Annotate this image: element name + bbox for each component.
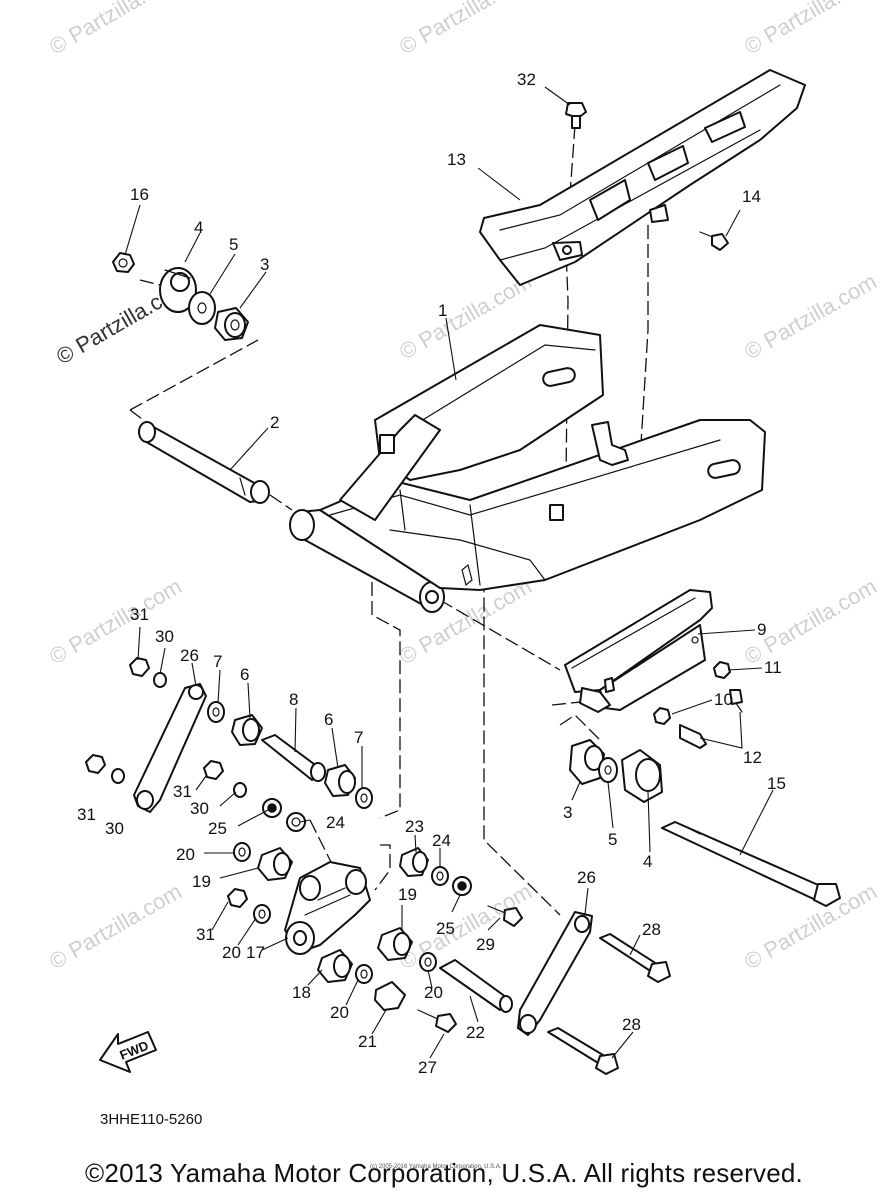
connecting-rod-left <box>133 683 207 813</box>
part-label: 2 <box>270 413 279 432</box>
axle-hardware-right <box>569 739 663 803</box>
part-label: 30 <box>190 799 209 818</box>
part-label: 25 <box>436 919 455 938</box>
part-label: 7 <box>213 652 222 671</box>
watermark: © Partzilla.com <box>395 0 536 59</box>
part-label: 8 <box>289 690 298 709</box>
part-label: 19 <box>192 872 211 891</box>
part-label: 4 <box>643 852 652 871</box>
part-labels: 32 13 14 16 4 5 3 1 2 9 11 10 12 15 3 5 … <box>77 70 786 1077</box>
part-label: 13 <box>447 150 466 169</box>
part-label: 22 <box>466 1023 485 1042</box>
part-label: 31 <box>77 805 96 824</box>
slider-hardware <box>653 661 743 749</box>
nuts-and-washers <box>85 657 248 908</box>
watermark: © Partzilla.com <box>740 269 881 365</box>
part-label: 26 <box>577 868 596 887</box>
axle <box>661 821 841 907</box>
part-label: 5 <box>229 235 238 254</box>
part-label: 14 <box>742 187 761 206</box>
part-label: 32 <box>517 70 536 89</box>
part-label: 11 <box>764 658 782 677</box>
part-label: 12 <box>743 748 762 767</box>
watermark: © Partzilla.com <box>740 0 881 59</box>
relay-arm <box>284 861 371 955</box>
part-label: 3 <box>260 255 269 274</box>
part-label: 3 <box>563 803 572 822</box>
part-label: 4 <box>194 218 203 237</box>
watermark: © Partzilla.com <box>45 574 186 670</box>
small-copyright: (c) 2005-2016 Yamaha Motor Corporation, … <box>370 1164 502 1170</box>
link-bolts <box>417 905 523 1033</box>
part-label: 5 <box>608 830 617 849</box>
part-label: 1 <box>438 301 447 320</box>
part-label: 19 <box>398 885 417 904</box>
part-label: 16 <box>130 185 149 204</box>
part-label: 25 <box>208 819 227 838</box>
pivot-shaft <box>138 421 270 504</box>
part-label: 18 <box>292 983 311 1002</box>
oil-seals <box>262 798 472 896</box>
part-label: 27 <box>418 1058 437 1077</box>
part-label: 9 <box>757 620 766 639</box>
chain-guard <box>479 69 806 286</box>
part-label: 21 <box>358 1032 377 1051</box>
connecting-rod-right <box>517 911 593 1036</box>
part-label: 31 <box>196 925 215 944</box>
part-label: 17 <box>246 943 265 962</box>
part-label: 30 <box>155 627 174 646</box>
relay-bushings <box>233 842 513 1013</box>
part-label: 20 <box>176 845 195 864</box>
part-label: 24 <box>326 813 345 832</box>
leader-lines <box>124 86 774 1059</box>
copyright-notice: ©2013 Yamaha Motor Corporation, U.S.A. A… <box>85 1158 803 1188</box>
part-label: 28 <box>622 1015 641 1034</box>
link-bushings <box>207 701 373 809</box>
part-label: 10 <box>714 690 733 709</box>
drawing-code: 3HHE110-5260 <box>100 1111 202 1128</box>
bolt-32 <box>565 102 587 129</box>
part-label: 15 <box>767 774 786 793</box>
part-label: 23 <box>405 817 424 836</box>
part-label: 24 <box>432 831 451 850</box>
part-label: 20 <box>330 1003 349 1022</box>
forward-arrow: FWD <box>99 1031 157 1073</box>
part-label: 30 <box>105 819 124 838</box>
part-label: 26 <box>180 646 199 665</box>
part-label: 29 <box>476 935 495 954</box>
part-label: 6 <box>240 665 249 684</box>
part-label: 20 <box>222 943 241 962</box>
part-label: 20 <box>424 983 443 1002</box>
watermark: © Partzilla.com <box>45 879 186 975</box>
swing-arm <box>289 324 766 613</box>
bolt-14 <box>699 231 729 251</box>
pivot-hardware-left <box>112 252 249 341</box>
watermark: © Partzilla.com <box>45 0 186 59</box>
part-label: 6 <box>324 710 333 729</box>
part-label: 28 <box>642 920 661 939</box>
chain-slider <box>564 589 713 713</box>
part-label: 31 <box>173 782 192 801</box>
part-label: 7 <box>354 728 363 747</box>
part-label: 31 <box>130 605 149 624</box>
